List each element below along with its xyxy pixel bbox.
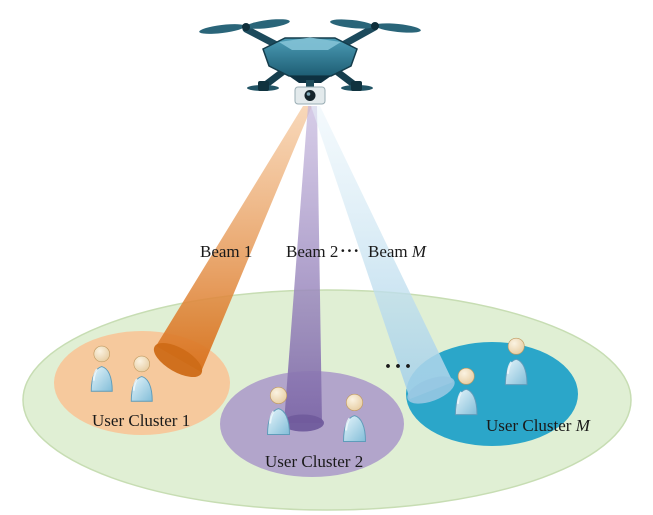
beam-m-label-var: M <box>411 242 427 261</box>
drone-gimbal <box>306 80 314 88</box>
cluster-ellipsis: ··· <box>384 354 415 380</box>
beam-m <box>311 106 455 404</box>
beam-1 <box>153 106 312 378</box>
cluster-m-label-prefix: User Cluster <box>486 416 576 435</box>
camera-lens-highlight <box>306 92 311 96</box>
propeller-icon <box>199 19 290 34</box>
uav-drone-icon <box>199 19 421 105</box>
drone-canopy <box>279 37 341 50</box>
drone-body <box>262 37 358 77</box>
beam-ellipsis: ··· <box>340 241 361 260</box>
propeller-icon <box>247 81 279 91</box>
cluster-1-label: User Cluster 1 <box>92 411 191 430</box>
beam-m-label-prefix: Beam <box>368 242 412 261</box>
camera-lens-icon <box>304 90 316 101</box>
beam-2 <box>282 106 324 432</box>
cluster-m-label: User Cluster M <box>486 417 590 434</box>
user-cluster-m-ellipse <box>406 342 578 446</box>
propeller-icon <box>341 81 373 91</box>
beam-m-label: Beam M <box>368 243 426 260</box>
beam-2-label: Beam 2 <box>286 242 339 261</box>
propeller-icon <box>330 19 421 33</box>
beam-2-footprint <box>282 414 324 432</box>
cluster-m-label-var: M <box>575 416 590 435</box>
drone-nose <box>289 76 331 83</box>
beam-1-footprint <box>153 342 203 378</box>
beam-m-footprint <box>407 376 455 404</box>
cluster-2-label: User Cluster 2 <box>265 452 364 471</box>
beam-1-label: Beam 1 <box>200 242 253 261</box>
